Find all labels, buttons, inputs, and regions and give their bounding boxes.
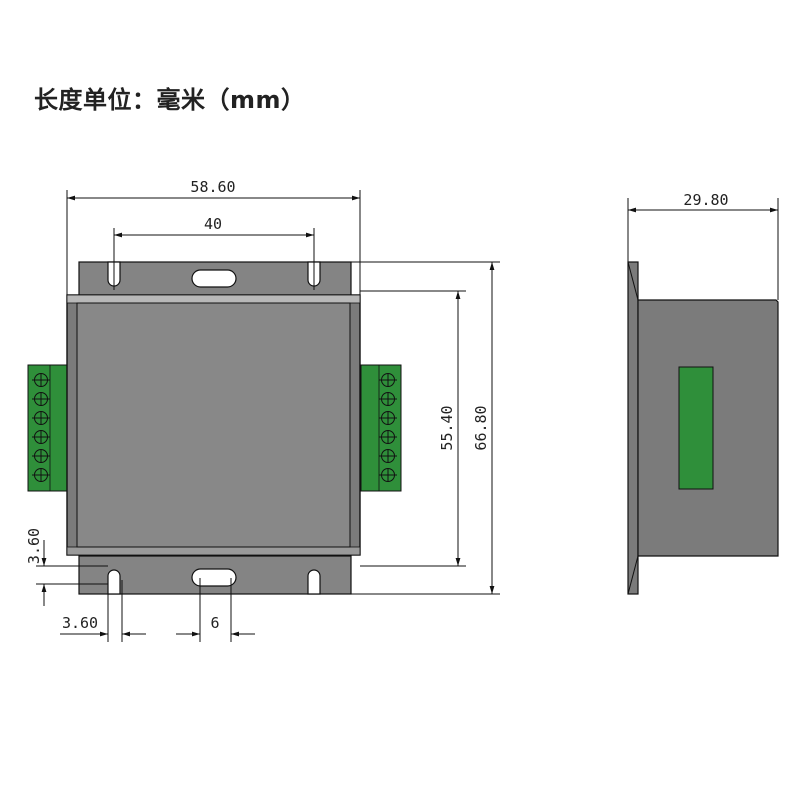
label-body-height: 55.40 <box>438 405 456 450</box>
label-side-depth: 29.80 <box>683 191 728 209</box>
label-hole-spacing: 40 <box>204 215 222 233</box>
dimension-body-height: 55.40 <box>360 290 466 567</box>
dimension-overall-width: 58.60 <box>66 178 361 295</box>
label-hole-offset: 3.60 <box>62 614 98 632</box>
label-overall-height: 66.80 <box>472 405 490 450</box>
top-flange <box>78 261 352 301</box>
right-terminal-block <box>360 364 402 492</box>
label-overall-width: 58.60 <box>190 178 235 196</box>
side-flange <box>627 261 639 595</box>
dimension-side-depth: 29.80 <box>627 191 779 300</box>
dimension-slot-width: 6 <box>176 578 255 642</box>
dimension-hole-spacing: 40 <box>113 215 315 290</box>
label-flange-offset: 3.60 <box>25 528 43 564</box>
front-view: 58.60 40 55.40 66.80 <box>25 178 500 642</box>
label-slot-width: 6 <box>210 614 219 632</box>
main-body <box>66 294 361 556</box>
dimension-flange-offset: 3.60 <box>25 528 108 606</box>
bottom-flange <box>78 555 352 595</box>
dimension-overall-height: 66.80 <box>351 261 500 595</box>
left-terminal-block <box>27 364 69 492</box>
dimension-hole-offset: 3.60 <box>60 580 146 642</box>
side-terminal <box>678 366 714 490</box>
drawing-title: 长度单位：毫米（mm） <box>34 86 306 114</box>
side-view: 29.80 <box>627 191 779 595</box>
